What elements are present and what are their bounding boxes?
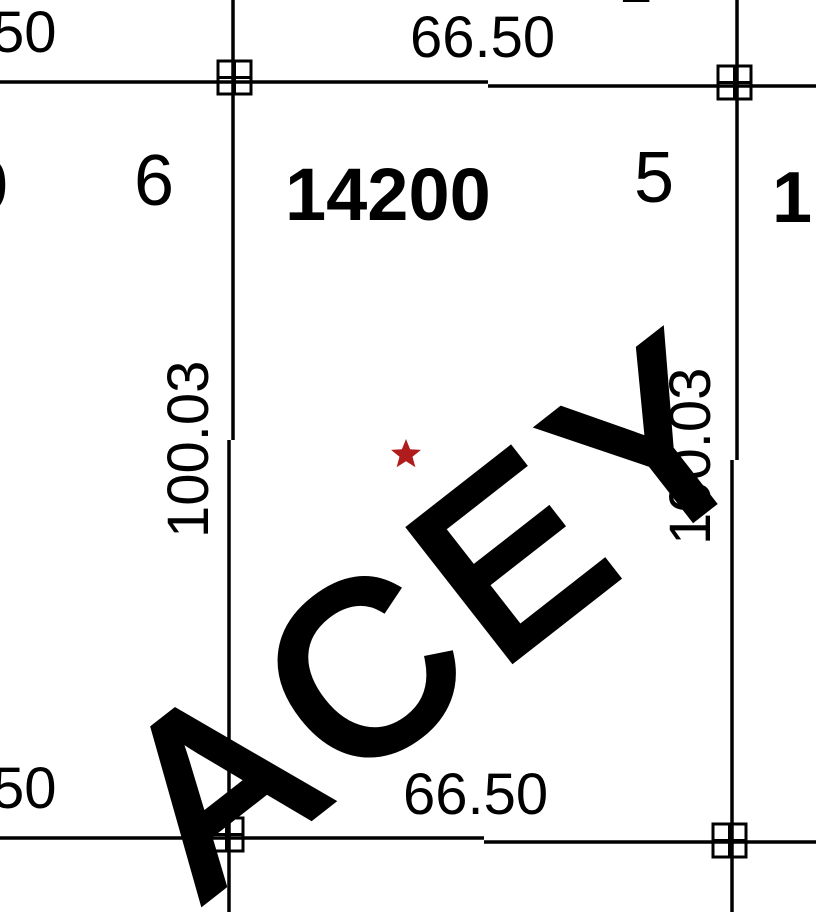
partial-label-left-edge: 0 bbox=[0, 146, 8, 226]
top-dimension-label: 66.50 bbox=[410, 5, 555, 70]
star-icon bbox=[391, 439, 421, 468]
lot-number-1: 1 bbox=[772, 158, 812, 238]
left-dimension-label: 100.03 bbox=[156, 361, 221, 538]
corner-monument-top-left bbox=[216, 59, 253, 96]
corner-monument-top-right bbox=[716, 64, 753, 101]
corner-monument-bottom-right bbox=[711, 822, 748, 859]
partial-label-top-right: 2 bbox=[620, 0, 652, 15]
lot-number-6: 6 bbox=[134, 141, 174, 221]
corner-monument-bottom-left bbox=[208, 816, 245, 853]
partial-dimension-top-left: 50 bbox=[0, 0, 57, 65]
bottom-dimension-label: 66.50 bbox=[403, 762, 548, 827]
lot-number-5: 5 bbox=[634, 138, 674, 218]
partial-dimension-bottom-left: 50 bbox=[0, 756, 57, 821]
right-dimension-label: 100.03 bbox=[658, 368, 723, 545]
lot-area-label: 14200 bbox=[285, 153, 491, 236]
corner-monuments bbox=[208, 59, 753, 859]
